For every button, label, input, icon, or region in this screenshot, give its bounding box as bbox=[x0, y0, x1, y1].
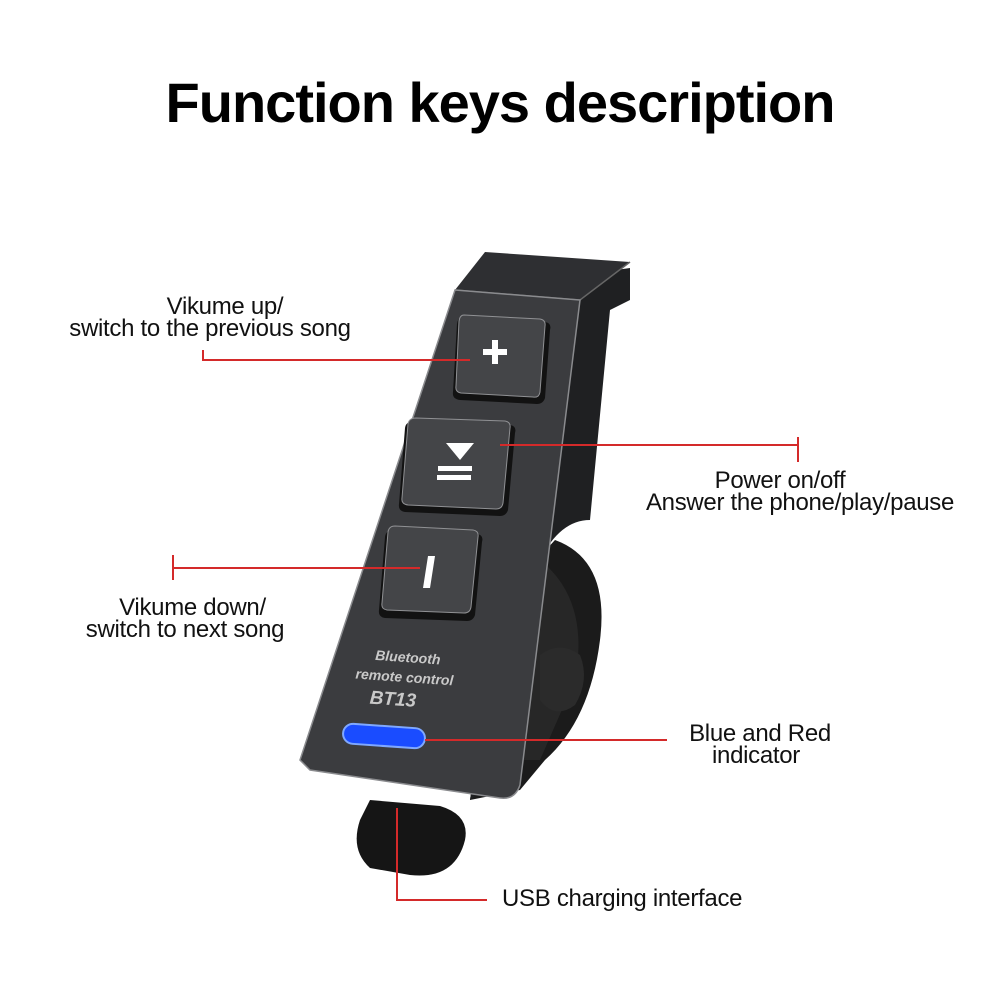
play-pause-icon bbox=[446, 443, 474, 460]
blue-red-indicator-led bbox=[342, 722, 426, 750]
page-title: Function keys description bbox=[165, 71, 836, 134]
callout-usb: USB charging interface bbox=[502, 885, 743, 912]
velcro-strap-bottom-icon bbox=[356, 800, 466, 876]
minus-icon bbox=[423, 556, 435, 588]
volume-up-button[interactable] bbox=[452, 314, 551, 404]
leader-lines bbox=[172, 350, 799, 901]
callout-volume-down: Vikume down/ switch to next song bbox=[85, 594, 285, 643]
leader-usb bbox=[396, 808, 487, 901]
strap-clip-icon bbox=[540, 647, 584, 712]
callout-power: Power on/off Answer the phone/play/pause bbox=[645, 467, 955, 516]
brand-line-2: remote control bbox=[355, 666, 455, 689]
power-play-pause-button[interactable] bbox=[398, 417, 516, 516]
leader-volume-down bbox=[172, 555, 420, 580]
callout-indicator: Blue and Red indicator bbox=[689, 720, 831, 769]
volume-down-button[interactable] bbox=[378, 525, 483, 621]
brand-line-1: Bluetooth bbox=[375, 647, 441, 668]
callout-volume-up: Vikume up/ switch to the previous song bbox=[69, 293, 351, 342]
leader-volume-up bbox=[202, 350, 470, 361]
model-number: BT13 bbox=[369, 688, 417, 712]
